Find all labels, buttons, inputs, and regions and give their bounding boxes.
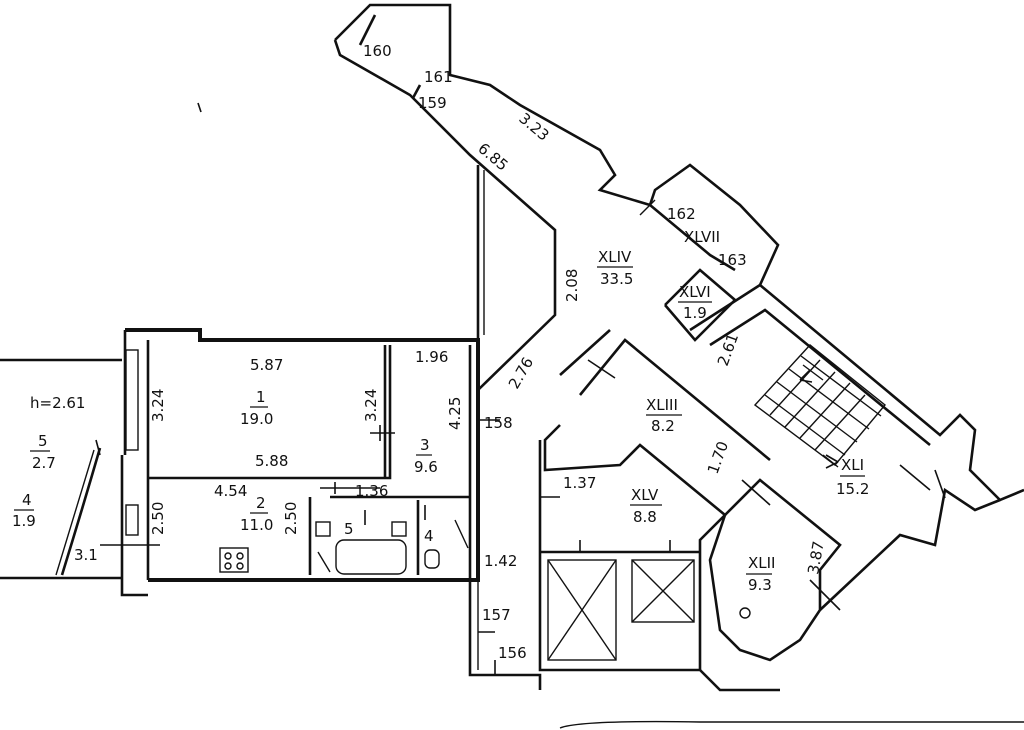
- room-3-area: 9.6: [414, 458, 438, 476]
- ceiling-height-label: h=2.61: [30, 394, 85, 412]
- dim-3-23: 3.23: [515, 109, 552, 144]
- room-XLIII-area: 8.2: [651, 417, 675, 435]
- point-160: 160: [363, 42, 392, 60]
- room-1-number: 1: [256, 388, 266, 406]
- dim-3-24-right: 3.24: [362, 389, 380, 422]
- room-2-area: 11.0: [240, 516, 273, 534]
- point-157: 157: [482, 606, 511, 624]
- dim-2-50-right: 2.50: [282, 502, 300, 535]
- dim-1-37: 1.37: [563, 474, 596, 492]
- room-4-number: 4: [424, 527, 434, 545]
- room-2-number: 2: [256, 494, 266, 512]
- dim-3-24-left: 3.24: [149, 389, 167, 422]
- dim-1-36: 1.36: [355, 482, 388, 500]
- sheet-edge: [559, 720, 1024, 729]
- stray-mark: [197, 102, 202, 113]
- point-159: 159: [418, 94, 447, 112]
- dim-2-50-left: 2.50: [149, 502, 167, 535]
- room-XLIII-number: XLIII: [646, 396, 678, 414]
- point-162: 162: [667, 205, 696, 223]
- room-XLIV-number: XLIV: [598, 248, 632, 266]
- dim-2-08: 2.08: [563, 269, 581, 302]
- dim-4-54: 4.54: [214, 482, 247, 500]
- room-5-number: 5: [344, 520, 354, 538]
- room-XLII-area: 9.3: [748, 576, 772, 594]
- dim-3-87: 3.87: [804, 540, 828, 576]
- apartment-walls: [120, 328, 480, 597]
- balcony: [0, 358, 122, 580]
- room-3-number: 3: [420, 436, 430, 454]
- dim-3-1: 3.1: [74, 546, 98, 564]
- dim-5-88: 5.88: [255, 452, 288, 470]
- point-158: 158: [484, 414, 513, 432]
- balcony-4-area: 1.9: [12, 512, 36, 530]
- tick-marks: [100, 359, 946, 675]
- point-161: 161: [424, 68, 453, 86]
- balcony-5-area: 2.7: [32, 454, 56, 472]
- dim-1-42: 1.42: [484, 552, 517, 570]
- room-XLV-number: XLV: [631, 486, 659, 504]
- room-XLI-area: 15.2: [836, 480, 869, 498]
- point-163: 163: [718, 251, 747, 269]
- dim-2-61: 2.61: [714, 331, 742, 369]
- balcony-5-number: 5: [38, 432, 48, 450]
- dim-4-25: 4.25: [446, 397, 464, 430]
- room-XLV-area: 8.8: [633, 508, 657, 526]
- dim-5-87: 5.87: [250, 356, 283, 374]
- dim-1-96: 1.96: [415, 348, 448, 366]
- room-XLVII-number: XLVII: [684, 228, 720, 246]
- corridor-walls: [333, 3, 780, 391]
- balcony-4-number: 4: [22, 491, 32, 509]
- room-XLIV-area: 33.5: [600, 270, 633, 288]
- room-XLVI-area: 1.9: [683, 304, 707, 322]
- room-XLVI-number: XLVI: [679, 283, 711, 301]
- core-walls: [468, 268, 1024, 692]
- dim-6-85: 6.85: [474, 139, 511, 174]
- dim-1-70: 1.70: [704, 439, 732, 477]
- point-156: 156: [498, 644, 527, 662]
- room-XLI-number: XLI: [841, 456, 864, 474]
- room-1-area: 19.0: [240, 410, 273, 428]
- staircase: [753, 344, 886, 468]
- room-XLII-number: XLII: [748, 554, 775, 572]
